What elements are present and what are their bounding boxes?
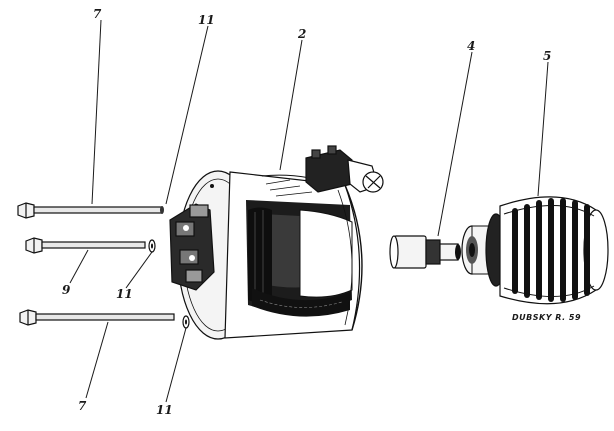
artist-signature: DUBSKY R. 59 [512,313,581,322]
callout-washer-top: 11 [198,13,215,27]
callout-housing: 2 [297,27,306,41]
coupling [389,235,461,269]
washer-bottom [182,315,190,329]
housing-body [177,170,363,340]
bolt-bottom [19,309,175,326]
terminal-block [305,145,384,193]
callout-coupling: 4 [467,39,475,53]
bolt-middle [25,237,146,254]
callout-bolt-top: 7 [93,7,102,21]
bolt-top [17,202,164,219]
callout-bolt-bottom: 7 [78,399,87,413]
brush-gear [169,203,215,291]
callout-armature: 5 [543,49,551,63]
washer-middle [148,239,156,253]
callout-bolt-middle: 9 [62,283,71,297]
callout-washer-bottom: 11 [156,403,173,417]
armature [461,196,609,305]
callout-washer-middle: 11 [116,287,133,301]
